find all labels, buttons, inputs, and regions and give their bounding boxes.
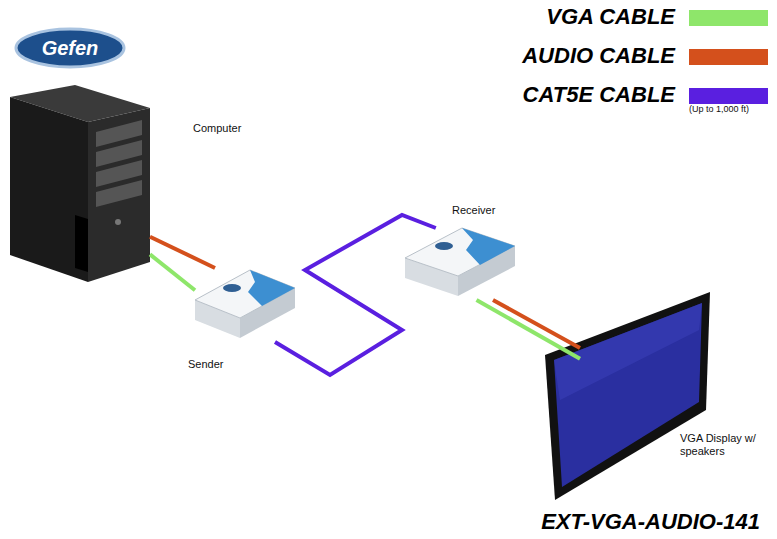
computer-node: Computer (10, 85, 150, 282)
sender-box (195, 270, 295, 338)
receiver-node: Receiver (405, 228, 515, 300)
vga-display (545, 292, 710, 500)
device-label: VGA Display w/ speakers (680, 432, 765, 458)
model-caption: EXT-VGA-AUDIO-141 (541, 509, 760, 535)
legend-swatch (689, 10, 768, 26)
logo-oval (16, 29, 124, 67)
legend-swatch (689, 49, 768, 65)
receiver-box (405, 228, 515, 296)
device-label: Receiver (452, 204, 495, 217)
computer-tower (10, 85, 150, 282)
sender-node: Sender (195, 268, 295, 342)
legend-text: CAT5E CABLE (523, 82, 675, 108)
legend-swatch (689, 88, 768, 104)
device-label: Sender (188, 358, 223, 371)
logo-text: Gefen (18, 36, 122, 60)
length-note: (Up to 1,000 ft) (689, 104, 749, 115)
cable-connector (150, 254, 195, 290)
cable-connector (493, 300, 580, 348)
cable-connector (275, 215, 436, 375)
legend-text: VGA CABLE (546, 4, 675, 30)
display-node: VGA Display w/ speakers (580, 293, 710, 505)
cable-connector (477, 300, 581, 359)
legend-text: AUDIO CABLE (522, 43, 675, 69)
device-label: Computer (193, 122, 241, 135)
